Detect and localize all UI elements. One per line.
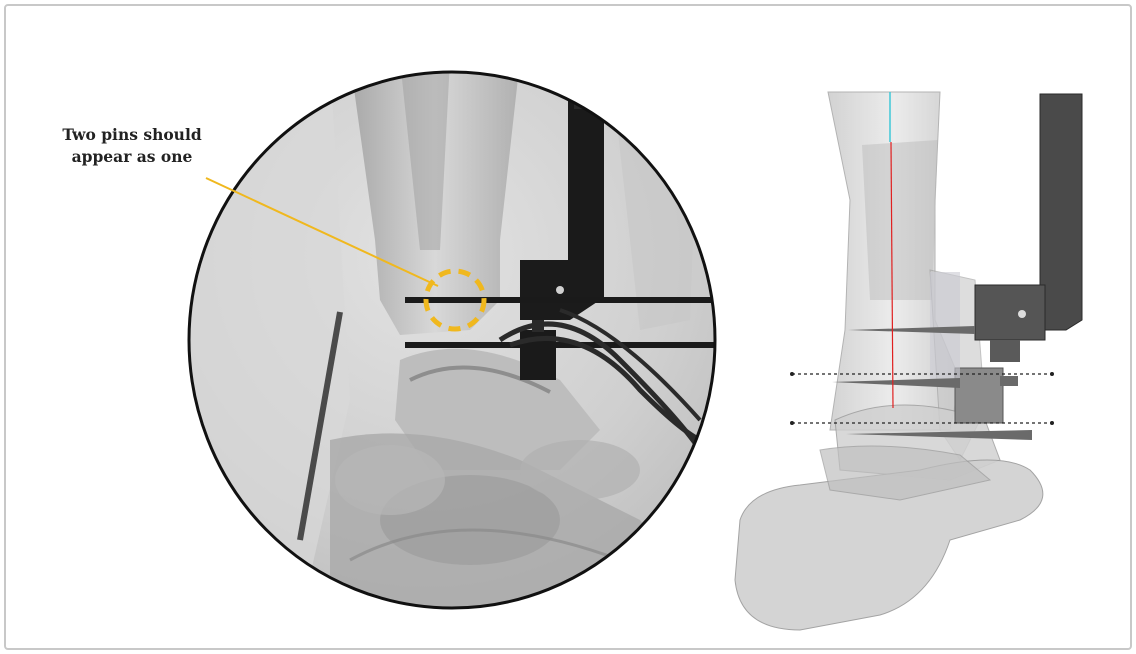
- ankle-3d-model: [735, 92, 1082, 630]
- callout-line-1: Two pins should: [52, 124, 212, 146]
- xray-view: [180, 60, 730, 620]
- callout-text: Two pins should appear as one: [52, 124, 212, 168]
- callout-line-2: appear as one: [52, 146, 212, 168]
- clamp-box: [955, 368, 1003, 423]
